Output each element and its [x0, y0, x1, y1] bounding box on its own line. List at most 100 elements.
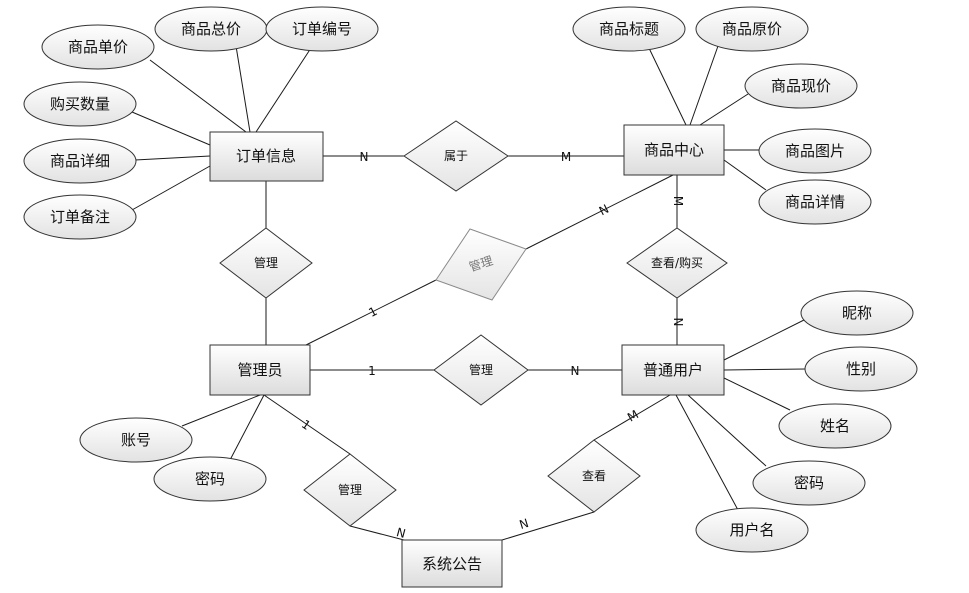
line-product-current-price	[699, 93, 749, 126]
line-user-password	[687, 394, 767, 467]
entity-notice-label: 系统公告	[422, 555, 482, 573]
attr-order-no: 订单编号	[265, 6, 379, 52]
line-order-order-no	[255, 47, 312, 133]
rel-manage-order: 管理	[219, 227, 313, 299]
entity-product: 商品中心	[623, 124, 725, 176]
line-manage-notice	[349, 525, 405, 541]
attr-nickname-label: 昵称	[842, 304, 872, 322]
entity-product-label: 商品中心	[644, 141, 704, 159]
rel-view-notice-label: 查看	[582, 469, 606, 483]
entity-admin-label: 管理员	[237, 361, 282, 379]
rel-belongs-to: 属于	[403, 120, 509, 192]
attr-product-details-label: 商品详情	[785, 193, 845, 211]
rel-view-buy: 查看/购买	[626, 227, 728, 299]
attr-account: 账号	[79, 417, 193, 463]
attr-user-name: 姓名	[778, 403, 892, 449]
line-user-gender	[723, 368, 807, 371]
attr-product-image: 商品图片	[758, 128, 872, 174]
attr-total-price: 商品总价	[154, 6, 268, 52]
entity-admin: 管理员	[209, 344, 311, 396]
rel-manage-notice-label: 管理	[338, 482, 362, 497]
line-user-username	[675, 394, 739, 511]
entity-boxes: 订单信息 商品中心 管理员 普通用户 系统公告	[209, 124, 725, 588]
attr-admin-password-label: 密码	[195, 470, 225, 488]
card-admin-mn: 1	[299, 417, 313, 433]
attr-user-name-label: 姓名	[820, 417, 850, 435]
attr-nickname: 昵称	[800, 290, 914, 336]
rel-belongs-to-label: 属于	[444, 149, 468, 163]
card-notice-vn: N	[518, 516, 531, 532]
card-notice-mn: N	[395, 525, 407, 541]
attr-product-title-label: 商品标题	[599, 20, 659, 38]
card-admin-mu: 1	[368, 364, 376, 378]
attr-unit-price: 商品单价	[41, 24, 155, 70]
attr-original-price: 商品原价	[695, 6, 809, 52]
rel-manage-user: 管理	[433, 334, 529, 406]
line-admin-password	[229, 394, 265, 461]
attr-current-price: 商品现价	[744, 63, 858, 109]
relationship-diamonds: 属于 管理 管理 查看/购买 管理 管理 查看	[219, 120, 728, 527]
attr-order-note: 订单备注	[23, 194, 137, 240]
attr-original-price-label: 商品原价	[722, 20, 782, 38]
line-order-quantity	[131, 111, 211, 146]
attr-product-title: 商品标题	[572, 6, 686, 52]
line-order-unit-price	[149, 59, 247, 133]
card-user-vb: N	[671, 318, 685, 327]
line-user-name	[723, 377, 791, 411]
entity-order-label: 订单信息	[236, 147, 296, 165]
line-user-view-notice	[593, 394, 671, 441]
line-order-note	[131, 165, 211, 211]
attr-username: 用户名	[695, 507, 809, 553]
card-product-belongs: M	[561, 150, 571, 164]
attr-gender-label: 性别	[846, 360, 876, 378]
line-manage-admin-2	[305, 279, 437, 346]
attr-item-detail-label: 商品详细	[50, 152, 110, 170]
card-user-mu: N	[571, 364, 580, 378]
attribute-ellipses: 商品单价 商品总价 订单编号 购买数量 商品详细 订单备注 商品标题 商品原	[23, 6, 918, 553]
attr-order-note-label: 订单备注	[50, 208, 110, 226]
entity-user: 普通用户	[621, 344, 725, 396]
line-view-notice	[501, 511, 595, 541]
rel-view-buy-label: 查看/购买	[651, 255, 703, 270]
line-admin-manage-notice	[263, 394, 351, 455]
rel-view-notice: 查看	[547, 439, 641, 513]
line-user-nickname	[723, 318, 807, 361]
attr-gender: 性别	[804, 346, 918, 392]
attr-user-password-label: 密码	[794, 474, 824, 492]
card-product-mp: N	[597, 202, 611, 219]
rel-manage-product: 管理	[435, 228, 527, 301]
card-user-vn: M	[625, 407, 641, 424]
card-product-vb: M	[671, 196, 685, 206]
attr-account-label: 账号	[121, 431, 151, 449]
line-admin-account	[181, 394, 261, 427]
line-product-original-price	[689, 45, 719, 126]
attr-total-price-label: 商品总价	[181, 20, 241, 38]
entity-notice: 系统公告	[401, 539, 503, 588]
attr-order-no-label: 订单编号	[292, 20, 352, 38]
rel-manage-product-label: 管理	[467, 253, 494, 275]
attr-unit-price-label: 商品单价	[68, 38, 128, 56]
card-order-belongs: N	[360, 150, 369, 164]
entity-order: 订单信息	[209, 131, 324, 182]
line-product-manage	[525, 174, 674, 250]
attr-current-price-label: 商品现价	[771, 77, 831, 95]
attr-product-details: 商品详情	[758, 179, 872, 225]
attr-username-label: 用户名	[729, 521, 774, 539]
card-admin-mp: 1	[366, 304, 379, 320]
attr-admin-password: 密码	[153, 456, 267, 502]
attr-quantity-label: 购买数量	[50, 95, 110, 113]
line-product-title	[647, 45, 687, 126]
rel-manage-user-label: 管理	[469, 362, 493, 377]
attr-quantity: 购买数量	[23, 81, 137, 127]
line-product-details	[723, 159, 767, 191]
line-order-total-price	[235, 45, 251, 133]
attr-user-password: 密码	[752, 460, 866, 506]
rel-manage-order-label: 管理	[254, 255, 278, 270]
attr-item-detail: 商品详细	[23, 138, 137, 184]
cardinality-labels: N M N 1 M N 1 N 1 N M N	[299, 150, 685, 541]
connector-lines	[131, 45, 807, 541]
entity-user-label: 普通用户	[643, 361, 703, 379]
line-order-item-detail	[134, 155, 211, 161]
attr-product-image-label: 商品图片	[785, 142, 845, 160]
